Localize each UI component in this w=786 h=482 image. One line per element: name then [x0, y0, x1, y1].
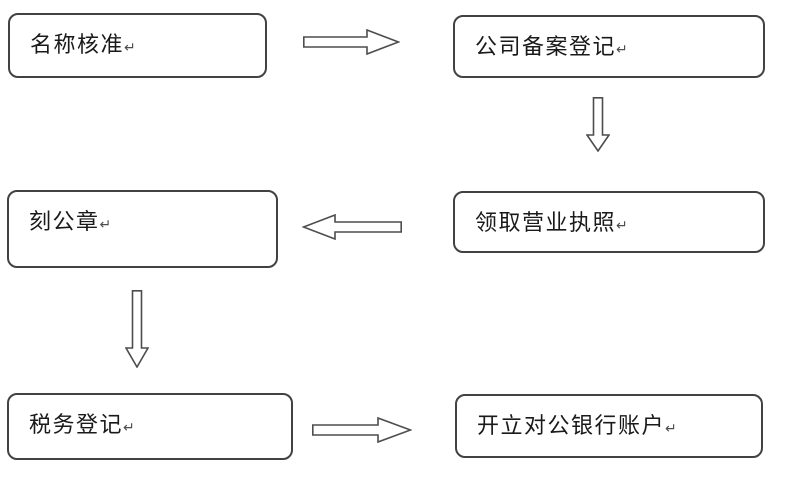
return-mark-icon: ↵	[99, 216, 112, 232]
flow-node-seal-carving: 刻公章↵	[7, 190, 278, 268]
return-mark-icon: ↵	[665, 420, 677, 436]
flow-node-tax-registration: 税务登记↵	[7, 393, 293, 460]
arrow-down-icon	[125, 290, 149, 368]
flow-node-label: 领取营业执照	[475, 210, 617, 235]
flow-node-bank-account: 开立对公银行账户↵	[455, 394, 763, 458]
flow-node-label: 公司备案登记	[475, 34, 617, 59]
arrow-left-icon	[302, 214, 402, 240]
flow-node-label: 刻公章	[29, 209, 100, 234]
flow-node-name-approval: 名称核准↵	[8, 13, 267, 78]
return-mark-icon: ↵	[616, 217, 628, 233]
flow-node-business-license: 领取营业执照↵	[453, 191, 765, 253]
flow-node-label: 名称核准	[30, 32, 125, 57]
arrow-right-icon	[303, 29, 400, 55]
arrow-right-icon	[312, 417, 412, 443]
flow-node-label: 开立对公银行账户	[477, 413, 666, 438]
flow-node-company-filing: 公司备案登记↵	[453, 15, 765, 78]
arrow-down-icon	[586, 97, 610, 152]
return-mark-icon: ↵	[124, 39, 136, 55]
return-mark-icon: ↵	[123, 419, 135, 435]
flow-node-label: 税务登记	[29, 412, 124, 437]
return-mark-icon: ↵	[616, 41, 628, 57]
